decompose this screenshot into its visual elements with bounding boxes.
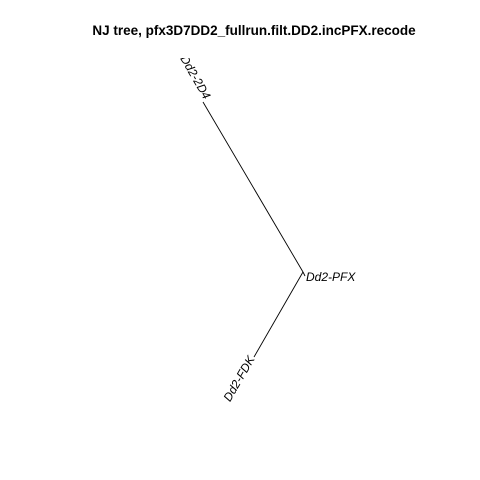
branch-dd2-fdk [253, 271, 304, 358]
tree: Dd2-2D4 Dd2-PFX Dd2-FDK [177, 53, 356, 404]
branch-dd2-pfx [302, 271, 306, 277]
branch-dd2-2d4 [202, 101, 304, 273]
tip-label-dd2-2d4: Dd2-2D4 [177, 53, 213, 102]
plot-title: NJ tree, pfx3D7DD2_fullrun.filt.DD2.incP… [92, 23, 416, 38]
tip-label-dd2-fdk: Dd2-FDK [220, 353, 258, 404]
tip-label-dd2-pfx: Dd2-PFX [306, 270, 356, 284]
